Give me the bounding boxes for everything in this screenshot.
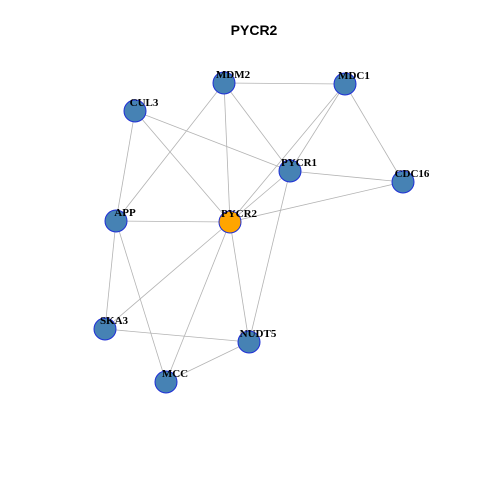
edge-mdc1-pycr1: [289, 83, 346, 172]
diagram-title: PYCR2: [231, 22, 278, 38]
edge-ska3-nudt5: [104, 328, 250, 343]
node-circle-mcc: [154, 370, 178, 394]
node-pycr2: PYCR2: [218, 208, 258, 234]
node-label-pycr2: PYCR2: [221, 208, 258, 220]
node-ska3: SKA3: [93, 315, 129, 341]
node-label-app: APP: [114, 207, 136, 219]
edge-cul3-app: [115, 110, 136, 222]
edge-nudt5-mcc: [165, 341, 250, 383]
edge-mdm2-mdc1: [223, 82, 346, 85]
edge-pycr2-mcc: [165, 221, 231, 383]
node-nudt5: NUDT5: [237, 328, 277, 354]
node-label-mdc1: MDC1: [338, 70, 370, 82]
edge-mdc1-pycr2: [229, 83, 346, 223]
node-circle-cul3: [123, 99, 147, 123]
edge-mdm2-pycr2: [223, 82, 231, 223]
node-label-mcc: MCC: [162, 368, 188, 380]
node-circle-app: [104, 209, 128, 233]
edge-cdc16-pycr2: [229, 181, 404, 223]
node-app: APP: [104, 207, 136, 233]
edge-pycr2-ska3: [104, 221, 231, 330]
node-mdm2: MDM2: [212, 69, 251, 95]
node-label-ska3: SKA3: [100, 315, 129, 327]
edge-mdc1-cdc16: [344, 83, 404, 183]
edge-app-ska3: [104, 220, 117, 330]
node-pycr1: PYCR1: [278, 157, 317, 183]
node-circle-nudt5: [237, 330, 261, 354]
edge-group: [104, 82, 404, 383]
node-circle-cdc16: [391, 170, 415, 194]
node-circle-mdm2: [212, 71, 236, 95]
node-cdc16: CDC16: [391, 168, 430, 194]
edge-cul3-pycr2: [134, 110, 231, 223]
node-circle-ska3: [93, 317, 117, 341]
node-mdc1: MDC1: [333, 70, 370, 96]
node-label-nudt5: NUDT5: [240, 328, 277, 340]
node-circle-mdc1: [333, 72, 357, 96]
edge-app-mcc: [115, 220, 167, 383]
node-label-pycr1: PYCR1: [281, 157, 317, 169]
node-label-mdm2: MDM2: [216, 69, 251, 81]
edge-mdm2-pycr1: [223, 82, 291, 172]
edge-pycr1-nudt5: [248, 170, 291, 343]
edge-pycr1-pycr2: [229, 170, 291, 223]
edge-cul3-pycr1: [134, 110, 291, 172]
node-mcc: MCC: [154, 368, 188, 394]
edge-pycr2-nudt5: [229, 221, 250, 343]
node-circle-pycr2: [218, 210, 242, 234]
edge-pycr1-cdc16: [289, 170, 404, 183]
node-label-cul3: CUL3: [130, 97, 159, 109]
node-cul3: CUL3: [123, 97, 159, 123]
node-circle-pycr1: [278, 159, 302, 183]
edge-app-pycr2: [115, 220, 231, 223]
node-label-cdc16: CDC16: [395, 168, 430, 180]
